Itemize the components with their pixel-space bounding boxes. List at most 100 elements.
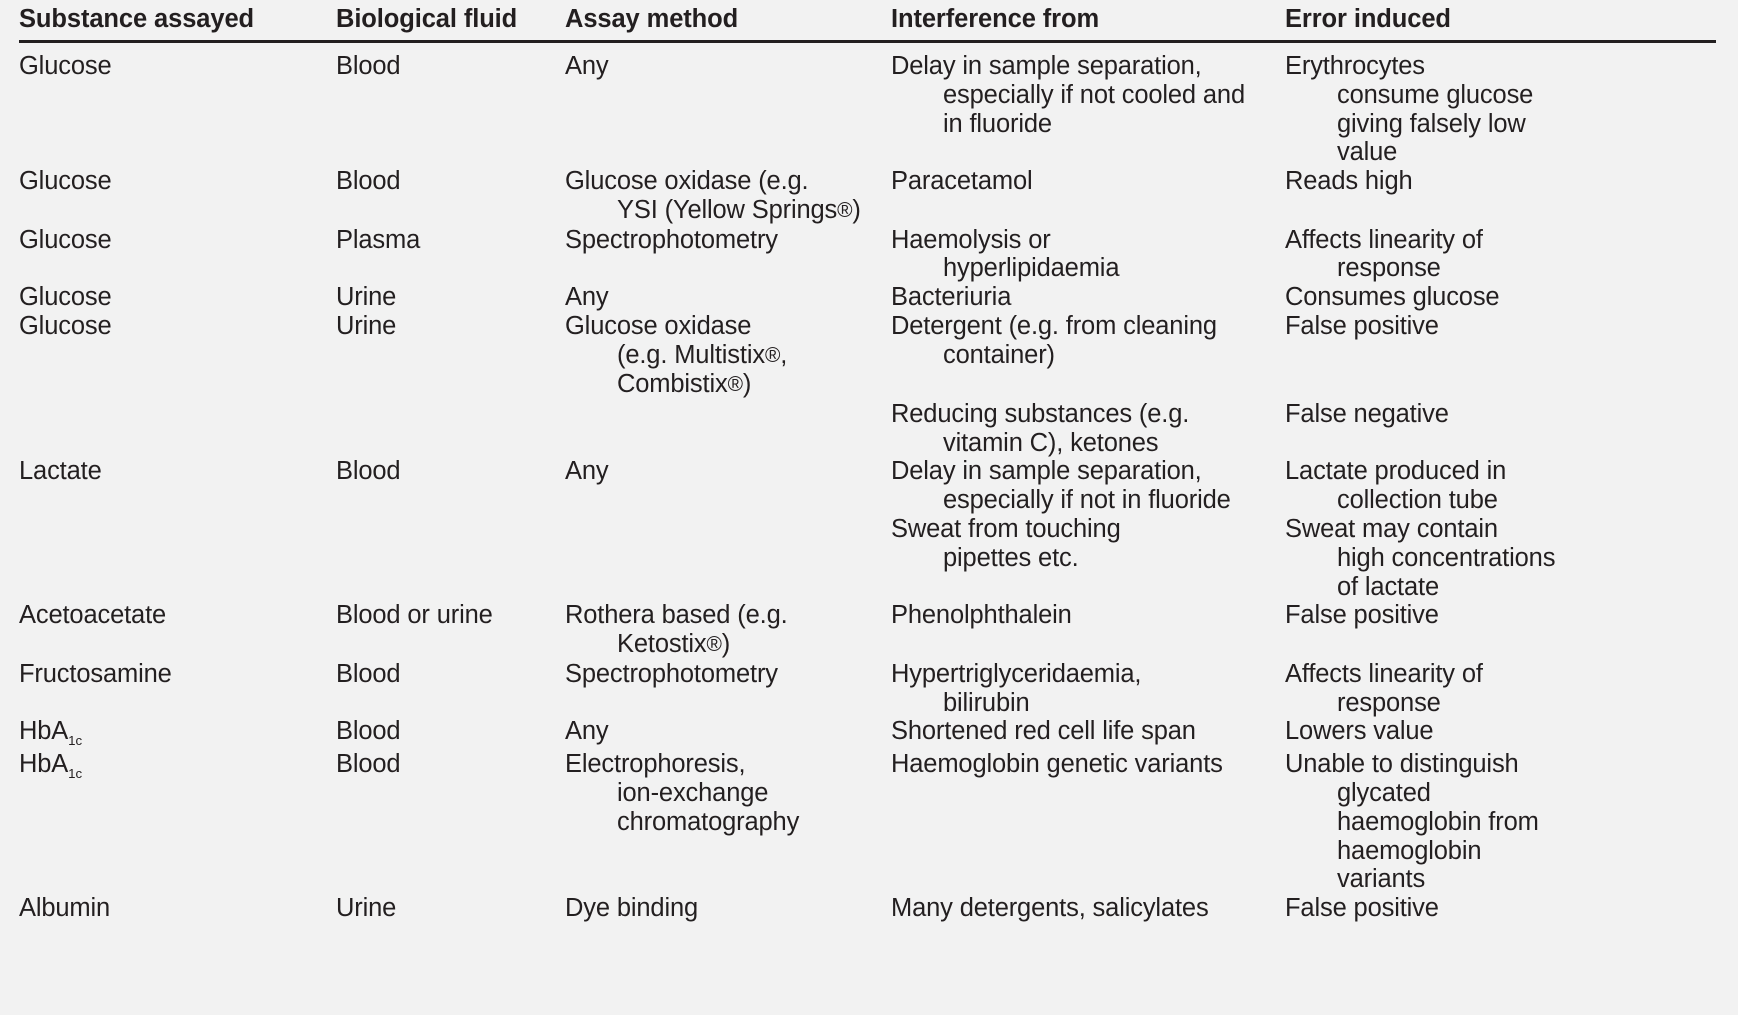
wrapped-line: haemoglobin from bbox=[1337, 807, 1539, 836]
cell-assay-method: Glucose oxidase (e.g.YSI (Yellow Springs… bbox=[565, 167, 891, 225]
cell-interference-from: Hypertriglyceridaemia,bilirubin bbox=[891, 660, 1285, 718]
cell-assay-method: Dye binding bbox=[565, 894, 699, 923]
cell-biological-fluid: Blood bbox=[336, 750, 401, 779]
cell-interference-from: Haemoglobin genetic variants bbox=[891, 750, 1223, 779]
cell-biological-fluid: Blood bbox=[336, 457, 401, 486]
cell-interference-from: Phenolphthalein bbox=[891, 601, 1072, 630]
column-header-substance-assayed: Substance assayed bbox=[19, 5, 255, 33]
cell-assay-method: Spectrophotometry bbox=[565, 225, 778, 254]
wrapped-line: Combistix®) bbox=[617, 370, 752, 399]
wrapped-line: consume glucose bbox=[1337, 80, 1534, 109]
cell-assay-method: Any bbox=[565, 52, 609, 80]
cell-biological-fluid: Blood bbox=[336, 717, 401, 746]
wrapped-line: response bbox=[1337, 254, 1441, 283]
cell-interference-from: Delay in sample separation,especially if… bbox=[891, 457, 1285, 515]
cell-error-induced: Lowers value bbox=[1285, 717, 1434, 746]
wrapped-line: bilirubin bbox=[943, 688, 1030, 717]
table-row: Glucose Blood Any Delay in sample separatio… bbox=[19, 52, 1738, 167]
table-header-row: Substance assayed Biological fluid Assay… bbox=[0, 0, 1738, 35]
cell-substance-assayed: HbA1c bbox=[19, 717, 83, 748]
wrapped-line: collection tube bbox=[1337, 486, 1498, 515]
cell-error-induced: Reads high bbox=[1285, 167, 1413, 196]
table-row: HbA1c Blood Any Shortened red cell life spa… bbox=[19, 717, 1738, 750]
wrapped-line: value bbox=[1337, 138, 1398, 167]
wrapped-line: high concentrations bbox=[1337, 543, 1556, 572]
wrapped-line: Ketostix®) bbox=[617, 630, 731, 659]
wrapped-line: (e.g. Multistix®, bbox=[617, 340, 788, 369]
cell-assay-method bbox=[565, 515, 891, 516]
cell-error-induced: Consumes glucose bbox=[1285, 283, 1500, 312]
column-header-interference-from: Interference from bbox=[891, 5, 1100, 33]
cell-assay-method: Any bbox=[565, 457, 609, 486]
column-header-assay-method: Assay method bbox=[565, 5, 739, 33]
cell-substance-assayed bbox=[19, 515, 336, 516]
cell-assay-method: Any bbox=[565, 717, 609, 746]
wrapped-line: in fluoride bbox=[943, 109, 1052, 138]
wrapped-line: hyperlipidaemia bbox=[943, 254, 1120, 283]
cell-error-induced: False negative bbox=[1285, 399, 1449, 428]
registered-mark: ® bbox=[727, 373, 743, 397]
cell-interference-from: Shortened red cell life span bbox=[891, 717, 1196, 746]
registered-mark: ® bbox=[706, 632, 722, 656]
cell-substance-assayed: Glucose bbox=[19, 283, 112, 312]
cell-interference-from: Bacteriuria bbox=[891, 283, 1012, 312]
cell-substance-assayed: Glucose bbox=[19, 167, 112, 196]
cell-substance-assayed: Albumin bbox=[19, 894, 111, 923]
cell-interference-from: Delay in sample separation,especially if… bbox=[891, 52, 1285, 138]
cell-error-induced: False positive bbox=[1285, 894, 1439, 923]
table-row: Reducing substances (e.g.vitamin C), ket… bbox=[19, 400, 1738, 458]
cell-biological-fluid: Urine bbox=[336, 283, 397, 312]
wrapped-line: pipettes etc. bbox=[943, 543, 1079, 572]
wrapped-line: ion-exchange bbox=[617, 778, 769, 807]
cell-biological-fluid bbox=[336, 400, 565, 401]
wrapped-line: YSI (Yellow Springs®) bbox=[617, 195, 861, 224]
cell-interference-from: Many detergents, salicylates bbox=[891, 894, 1209, 923]
cell-substance-assayed: Glucose bbox=[19, 311, 112, 340]
table-row: Fructosamine Blood Spectrophotometry Hypert… bbox=[19, 660, 1738, 718]
table-row: Glucose Blood Glucose oxidase (e.g.YSI (Ye… bbox=[19, 167, 1738, 225]
cell-biological-fluid: Blood bbox=[336, 659, 401, 688]
wrapped-line: giving falsely low bbox=[1337, 109, 1526, 138]
cell-assay-method: Spectrophotometry bbox=[565, 659, 778, 688]
column-header-biological-fluid: Biological fluid bbox=[336, 5, 518, 33]
cell-substance-assayed: Fructosamine bbox=[19, 659, 172, 688]
cell-assay-method: Rothera based (e.g.Ketostix®) bbox=[565, 601, 891, 659]
cell-substance-assayed bbox=[19, 400, 336, 401]
cell-error-induced: False positive bbox=[1285, 601, 1439, 630]
cell-biological-fluid: Blood bbox=[336, 167, 401, 196]
header-divider-rule bbox=[19, 40, 1716, 43]
wrapped-line: glycated bbox=[1337, 778, 1431, 807]
cell-error-induced: False positive bbox=[1285, 311, 1439, 340]
column-header-error-induced: Error induced bbox=[1285, 5, 1451, 33]
registered-mark: ® bbox=[764, 343, 781, 367]
wrapped-line: variants bbox=[1337, 865, 1426, 894]
cell-biological-fluid: Urine bbox=[336, 311, 397, 340]
wrapped-line: vitamin C), ketones bbox=[943, 428, 1159, 457]
cell-assay-method: Glucose oxidase(e.g. Multistix®,Combisti… bbox=[565, 312, 891, 400]
cell-biological-fluid: Plasma bbox=[336, 225, 421, 254]
cell-interference-from: Reducing substances (e.g.vitamin C), ket… bbox=[891, 400, 1285, 458]
wrapped-line: haemoglobin bbox=[1337, 836, 1482, 865]
wrapped-line: especially if not in fluoride bbox=[943, 486, 1231, 515]
wrapped-line: of lactate bbox=[1337, 572, 1439, 601]
cell-substance-assayed: Glucose bbox=[19, 52, 112, 80]
cell-substance-assayed: HbA1c bbox=[19, 750, 83, 781]
cell-biological-fluid: Blood bbox=[336, 52, 401, 80]
